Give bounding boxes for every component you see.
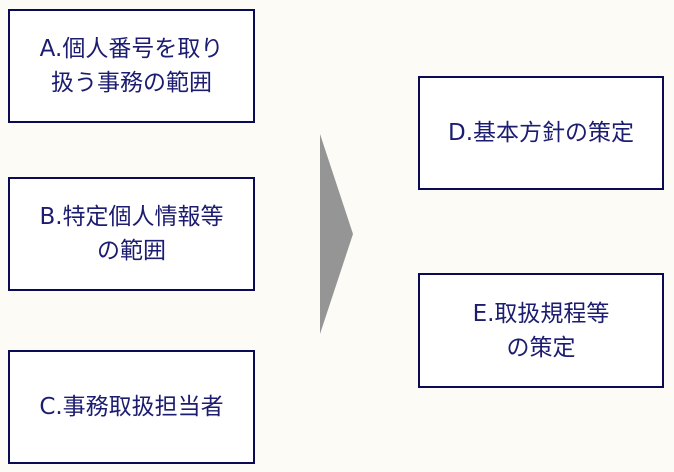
box-a-line-2: 扱う事務の範囲 (50, 70, 212, 96)
box-d-basic-policy: D.基本方針の策定 (418, 76, 664, 190)
box-c-staff-in-charge: C.事務取扱担当者 (8, 350, 255, 464)
box-b-line-1: B.特定個人情報等 (39, 204, 224, 230)
box-e-line-1: E.取扱規程等 (472, 300, 610, 327)
box-c-line-1: C.事務取扱担当者 (39, 394, 224, 420)
box-b-scope-of-specific-personal-info: B.特定個人情報等の範囲 (8, 177, 255, 291)
box-b-line-2: の範囲 (97, 238, 166, 264)
box-a-line-1: A.個人番号を取り (39, 36, 224, 62)
box-e-line-2: の策定 (506, 334, 576, 361)
arrow-shape (320, 134, 353, 334)
box-a-scope-of-my-number-tasks: A.個人番号を取り扱う事務の範囲 (8, 9, 255, 123)
box-d-line-1: D.基本方針の策定 (447, 120, 635, 146)
box-e-handling-rules: E.取扱規程等の策定 (418, 273, 664, 388)
